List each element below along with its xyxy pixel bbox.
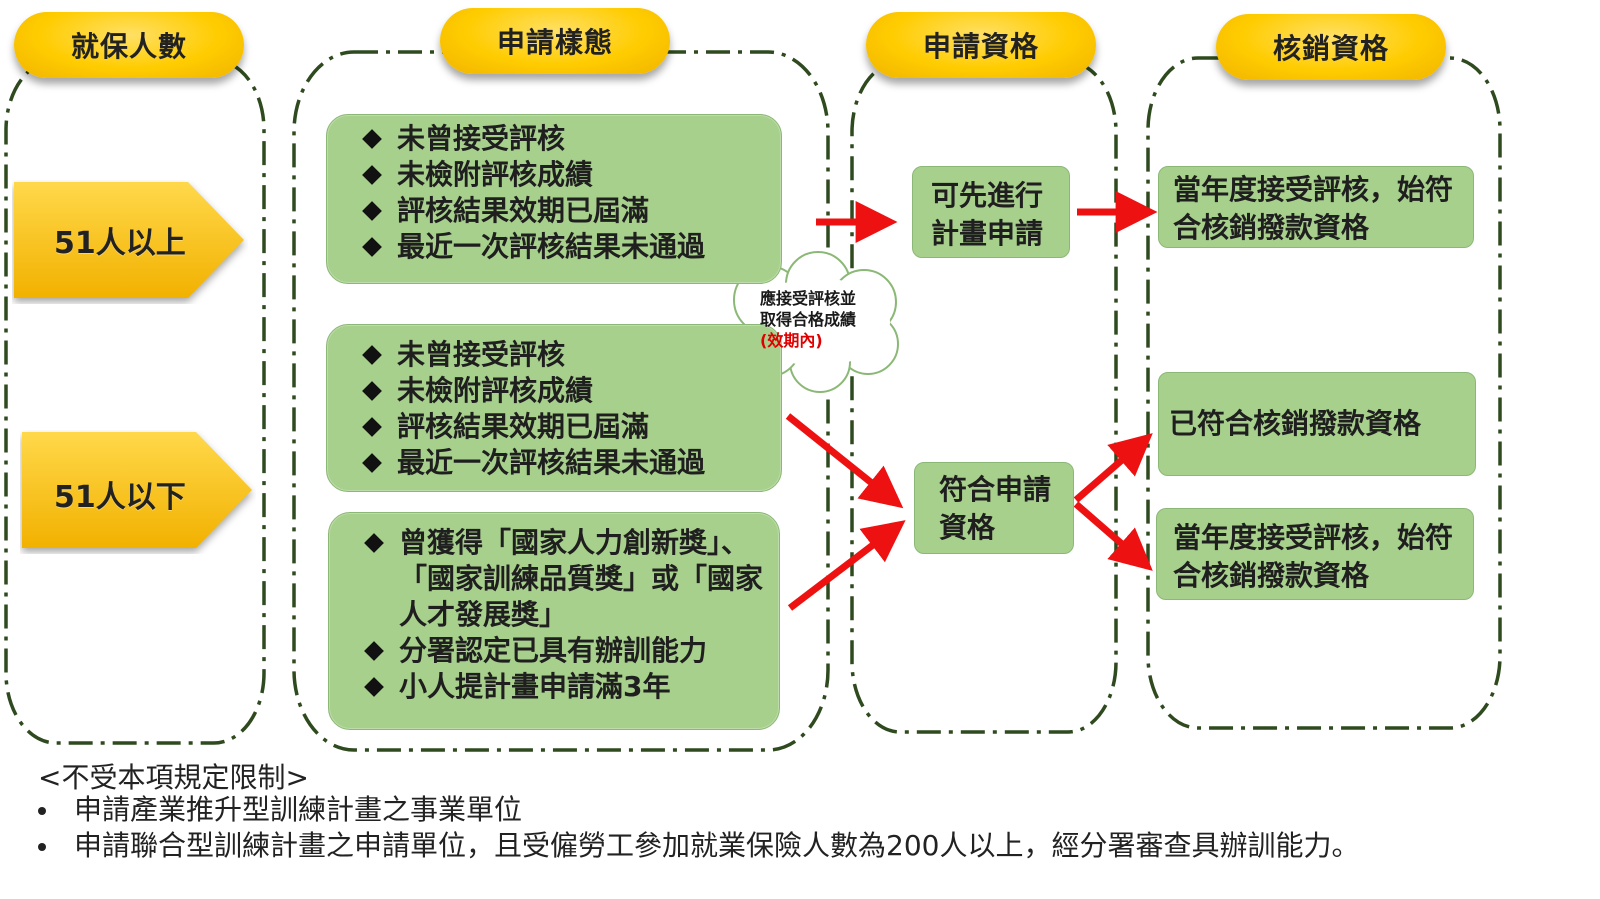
list-item: 未檢附評核成績 [359,373,705,409]
reimbursement-already-eligible: 已符合核銷撥款資格 [1158,372,1476,476]
application-group-1: 未曾接受評核 未檢附評核成績 評核結果效期已屆滿 最近一次評核結果未通過 [326,114,782,284]
reimbursement-assess-2-label: 當年度接受評核，始符合核銷撥款資格 [1173,521,1454,592]
reimbursement-already-label: 已符合核銷撥款資格 [1169,407,1422,440]
eligibility-apply-first: 可先進行計畫申請 [912,166,1070,258]
list-item: 小人提計畫申請滿3年 [361,669,771,705]
list-item: 分署認定已具有辦訓能力 [361,633,771,669]
cloud-note-line1: 應接受評核並 [760,289,857,308]
reimbursement-assess-1-label: 當年度接受評核，始符合核銷撥款資格 [1173,173,1454,244]
exempt-title: <不受本項規定限制> [38,761,309,794]
arrow-group3-to-meets [787,520,906,611]
list-item: 未曾接受評核 [359,121,705,157]
arrow-group2-to-meets [785,413,904,509]
application-group-2: 未曾接受評核 未檢附評核成績 評核結果效期已屆滿 最近一次評核結果未通過 [326,324,782,492]
list-item: 曾獲得「國家人力創新獎」、「國家訓練品質獎」或「國家人才發展獎」 [361,525,771,633]
header-application-type: 申請樣態 [440,8,670,74]
cloud-note-line2: 取得合格成績 [760,310,857,329]
size-over-51: 51人以上 [54,226,186,261]
header-insured-count: 就保人數 [14,12,244,78]
arrow-meets-to-already [1073,433,1153,503]
size-under-51: 51人以下 [54,480,186,515]
list-item: 未檢附評核成績 [359,157,705,193]
header-eligibility: 申請資格 [866,12,1096,78]
reimbursement-assess-this-year-2: 當年度接受評核，始符合核銷撥款資格 [1156,508,1474,600]
exempt-item: 申請產業推升型訓練計畫之事業單位 [32,792,1572,828]
cloud-note: 應接受評核並 取得合格成績 (效期內) [760,288,880,351]
eligibility-meets-requirements: 符合申請資格 [914,462,1074,554]
column-frame-insured [4,58,266,745]
column-frame-application [292,50,830,752]
arrow-shape-over-51 [14,182,244,298]
list-item: 未曾接受評核 [359,337,705,373]
exempt-list: 申請產業推升型訓練計畫之事業單位 申請聯合型訓練計畫之申請單位，且受僱勞工參加就… [32,792,1572,864]
eligibility-meets-label: 符合申請資格 [939,473,1052,544]
arrow-meets-to-assess [1073,501,1153,571]
list-item: 評核結果效期已屆滿 [359,193,705,229]
application-group-3: 曾獲得「國家人力創新獎」、「國家訓練品質獎」或「國家人才發展獎」 分署認定已具有… [328,512,780,730]
arrow-shape-under-51 [22,432,252,548]
exempt-item: 申請聯合型訓練計畫之申請單位，且受僱勞工參加就業保險人數為200人以上，經分署審… [32,828,1572,864]
column-frame-eligibility [850,60,1118,734]
eligibility-apply-first-label: 可先進行計畫申請 [931,179,1044,250]
list-item: 最近一次評核結果未通過 [359,445,705,481]
list-item: 最近一次評核結果未通過 [359,229,705,265]
list-item: 評核結果效期已屆滿 [359,409,705,445]
header-reimbursement: 核銷資格 [1216,14,1446,80]
cloud-note-line3: (效期內) [760,331,823,350]
reimbursement-assess-this-year-1: 當年度接受評核，始符合核銷撥款資格 [1158,166,1474,248]
